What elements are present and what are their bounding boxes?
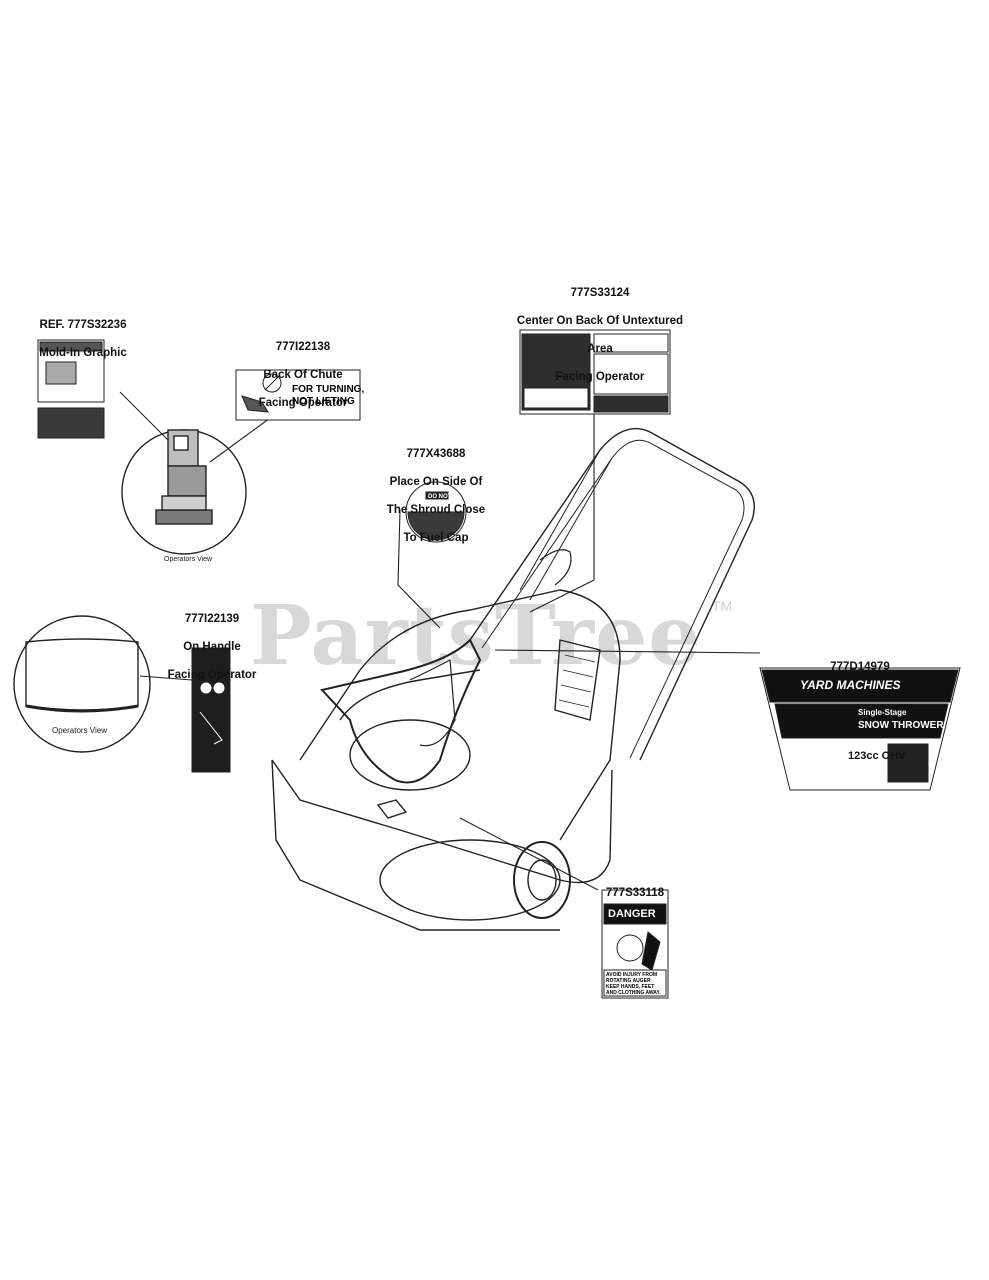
label-chute: 777I22138 Back Of Chute Facing Operator bbox=[228, 326, 378, 424]
shroud-decal bbox=[405, 481, 467, 543]
brand-decal-model: Single-Stage bbox=[858, 708, 907, 717]
operators-view-caption-1: Operators View bbox=[164, 556, 213, 563]
part-number: 777S33118 bbox=[605, 887, 665, 899]
label-brand-decal: 777D14979 bbox=[810, 646, 910, 688]
label-line: Area bbox=[587, 343, 613, 355]
chute-outline bbox=[320, 638, 482, 784]
label-line: Back Of Chute bbox=[263, 369, 343, 381]
part-number: 777I22139 bbox=[184, 613, 240, 625]
operators-view-circle-1 bbox=[121, 429, 247, 555]
danger-decal-text: AVOID INJURY FROM ROTATING AUGER KEEP HA… bbox=[606, 972, 661, 996]
operators-view-circle-2 bbox=[13, 615, 151, 753]
part-number: 777I22138 bbox=[275, 341, 331, 353]
part-number: 777S33124 bbox=[570, 287, 630, 299]
auger-housing bbox=[271, 759, 613, 884]
label-line: Facing Operator bbox=[258, 397, 348, 409]
shroud-decal-text: DO NOT bbox=[428, 494, 452, 500]
chute-decal-text: FOR TURNING, NOT LIFTING bbox=[292, 384, 364, 408]
label-line: On Handle bbox=[183, 641, 241, 653]
danger-decal-title: DANGER bbox=[608, 908, 656, 920]
label-shroud: 777X43688 Place On Side Of The Shroud Cl… bbox=[366, 433, 506, 559]
part-number: REF. 777S32236 bbox=[39, 319, 127, 331]
handle-frame bbox=[469, 427, 755, 761]
operators-view-caption-2: Operators View bbox=[52, 726, 107, 735]
decal-text-line: KEEP HANDS, FEET bbox=[606, 984, 655, 990]
decal-text-line: AVOID INJURY FROM bbox=[606, 972, 658, 978]
brand-decal bbox=[759, 667, 961, 791]
decal-text-line: NOT LIFTING bbox=[292, 396, 355, 407]
part-number: 777X43688 bbox=[406, 448, 466, 460]
chute-decal bbox=[235, 369, 361, 421]
label-line: Center On Back Of Untextured bbox=[516, 315, 684, 327]
label-center-back: 777S33124 Center On Back Of Untextured A… bbox=[500, 272, 700, 398]
decal-text-line: AND CLOTHING AWAY. bbox=[606, 990, 661, 996]
wheel bbox=[513, 841, 571, 919]
label-line: Place On Side Of bbox=[389, 476, 483, 488]
label-line: The Shroud Close bbox=[386, 504, 486, 516]
label-line: Facing Operator bbox=[555, 371, 645, 383]
shroud-outline bbox=[299, 589, 621, 841]
label-handle: 777I22139 On Handle Facing Operator bbox=[152, 598, 272, 696]
label-line: Mold-In Graphic bbox=[39, 347, 127, 359]
danger-decal bbox=[601, 889, 669, 999]
label-ref-mold: REF. 777S32236 Mold-In Graphic bbox=[18, 304, 148, 374]
decal-text-line: FOR TURNING, bbox=[292, 384, 365, 395]
part-number: 777D14979 bbox=[830, 661, 890, 673]
mold-in-decal bbox=[37, 339, 105, 439]
brand-decal-name: YARD MACHINES bbox=[800, 678, 901, 692]
watermark-tm: TM bbox=[712, 598, 733, 614]
decal-text-line: ROTATING AUGER bbox=[606, 978, 651, 984]
label-line: To Fuel Cap bbox=[403, 532, 469, 544]
brand-decal-engine: 123cc OHV bbox=[848, 750, 906, 762]
brand-decal-product: SNOW THROWER bbox=[858, 720, 944, 731]
label-line: Facing Operator bbox=[167, 669, 257, 681]
center-back-decal bbox=[519, 329, 671, 415]
handle-decal bbox=[191, 647, 231, 773]
label-danger: 777S33118 bbox=[588, 872, 682, 914]
